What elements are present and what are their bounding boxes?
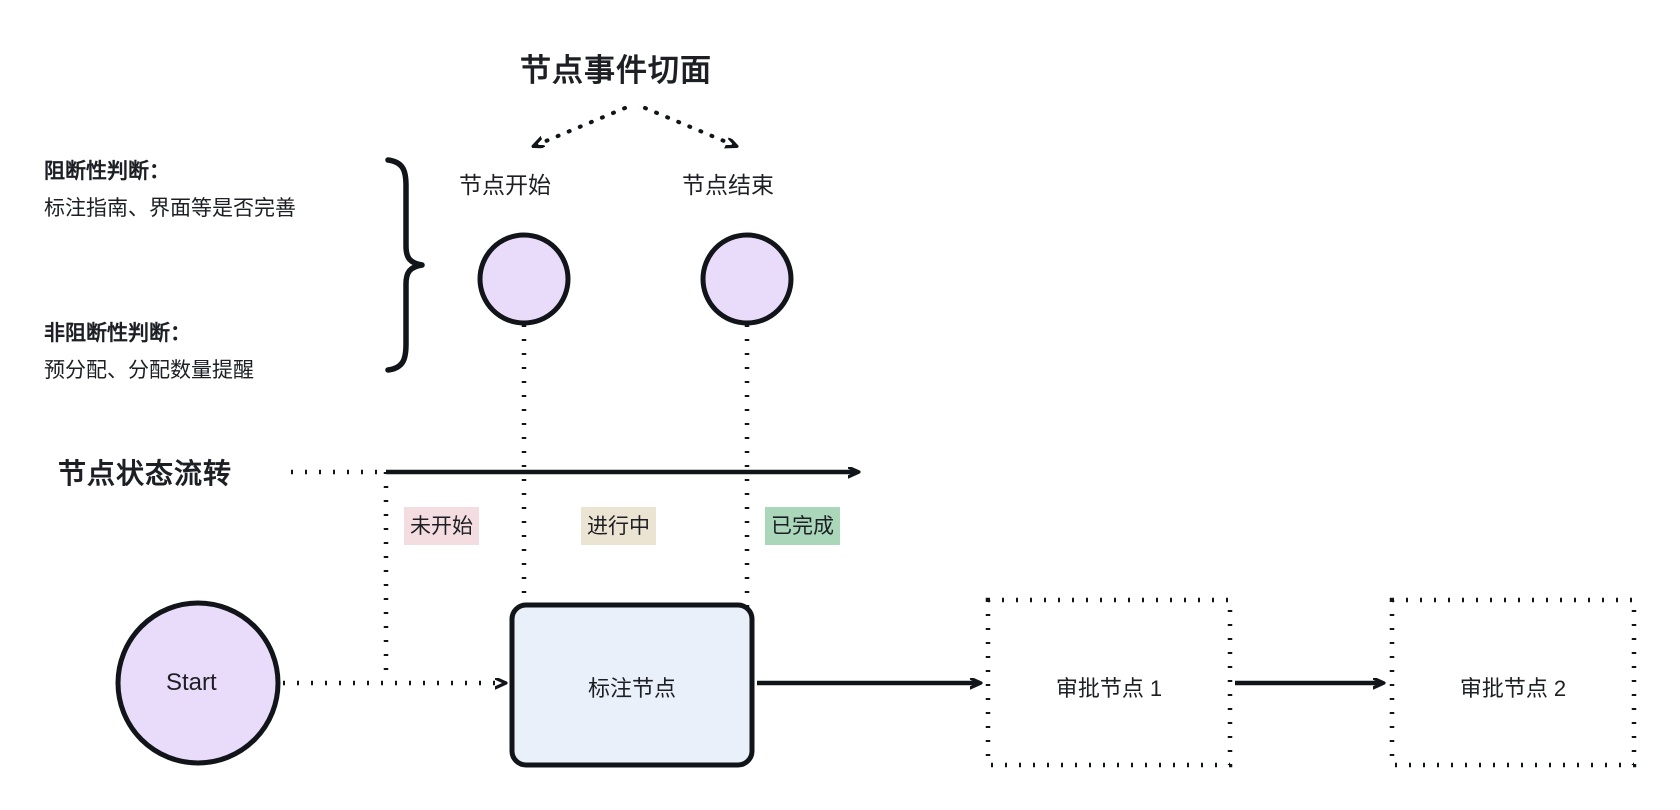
page-title: 节点事件切面	[520, 53, 712, 88]
start-node-shape[interactable]	[115, 600, 281, 766]
node-start-circle	[477, 232, 571, 326]
annotation-1-body: 预分配、分配数量提醒	[44, 359, 254, 382]
approve2-node-label: 审批节点 2	[1459, 676, 1567, 701]
status-badge-completed: 已完成	[765, 507, 840, 545]
annotation-1-heading: 非阻断性判断：	[44, 322, 191, 345]
node-end-circle	[700, 232, 794, 326]
status-badge-in-progress: 进行中	[581, 507, 656, 545]
start-node-label: Start	[166, 669, 217, 696]
status-badge-not-started: 未开始	[404, 507, 479, 545]
left-curly-brace	[385, 157, 425, 373]
annotation-0-heading: 阻断性判断：	[44, 160, 170, 183]
approve1-node-shape[interactable]	[985, 597, 1233, 768]
approve1-node-label: 审批节点 1	[1055, 676, 1163, 701]
annotate-node-shape[interactable]	[509, 602, 755, 768]
approve2-node-shape[interactable]	[1389, 597, 1637, 768]
title-branch-arrows	[534, 106, 736, 146]
annotation-0-body: 标注指南、界面等是否完善	[44, 197, 296, 220]
annotate-node-label: 标注节点	[587, 676, 676, 701]
flow-axis-title: 节点状态流转	[58, 458, 233, 489]
event-label-node-start: 节点开始	[459, 172, 551, 198]
event-label-node-end: 节点结束	[682, 172, 774, 198]
